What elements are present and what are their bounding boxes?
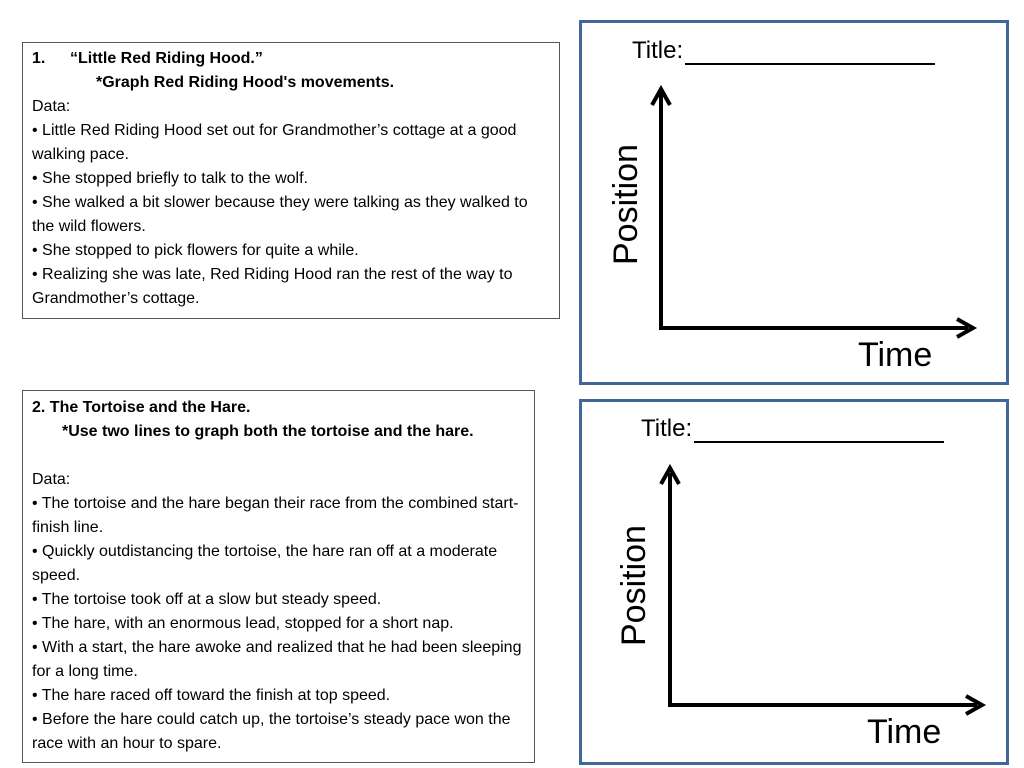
graph-2-x-label: Time: [867, 713, 942, 751]
problem-2-title: 2. The Tortoise and the Hare.: [32, 399, 251, 416]
problem-1-instruction: *Graph Red Riding Hood's movements.: [96, 74, 395, 91]
x-axis-arrow: [956, 317, 978, 339]
problem-2-bullet: • The hare raced off toward the finish a…: [32, 687, 391, 704]
problem-1-heading: 1. “Little Red Riding Hood.”: [32, 47, 550, 71]
problem-2-bullet: • Before the hare could catch up, the to…: [32, 711, 511, 752]
problem-2-bullet: • The tortoise and the hare began their …: [32, 495, 519, 536]
graph-1-axes: [650, 84, 978, 339]
graph-2-title-blank[interactable]: [694, 415, 945, 443]
x-axis-arrow: [965, 694, 987, 716]
problem-1-box: 1. “Little Red Riding Hood.” *Graph Red R…: [22, 42, 560, 319]
problem-2-bullet: • The hare, with an enormous lead, stopp…: [32, 615, 454, 632]
graph-1-title-blank[interactable]: [685, 37, 936, 65]
problem-1-number: 1.: [32, 50, 46, 67]
y-axis-arrow: [650, 84, 672, 106]
problem-2-box: 2. The Tortoise and the Hare. *Use two l…: [22, 390, 535, 763]
graph-panel-1: Title: Position Time: [579, 20, 1009, 385]
problem-2-data-label: Data:: [32, 471, 71, 488]
problem-1-bullet: • Realizing she was late, Red Riding Hoo…: [32, 266, 513, 307]
graph-1-title-row: Title:: [632, 37, 936, 65]
problem-2-instruction: *Use two lines to graph both the tortois…: [62, 423, 474, 440]
graph-2-axes: [659, 463, 987, 716]
graph-1-x-label: Time: [858, 336, 933, 374]
problem-1-bullet: • She stopped to pick flowers for quite …: [32, 242, 359, 259]
graph-2-title-row: Title:: [641, 415, 945, 443]
problem-1-bullet: • She stopped briefly to talk to the wol…: [32, 170, 308, 187]
graph-1-y-label: Position: [607, 144, 645, 265]
graph-1-title-label: Title:: [632, 37, 684, 64]
problem-2-bullet: • Quickly outdistancing the tortoise, th…: [32, 543, 498, 584]
spacer: [32, 444, 525, 468]
graph-2-y-label: Position: [615, 525, 653, 646]
problem-1-data-label: Data:: [32, 98, 71, 115]
problem-2-bullet: • The tortoise took off at a slow but st…: [32, 591, 382, 608]
problem-2-bullet: • With a start, the hare awoke and reali…: [32, 639, 522, 680]
graph-panel-2: Title: Position Time: [579, 399, 1009, 765]
problem-1-title: “Little Red Riding Hood.”: [70, 50, 263, 67]
graph-2-title-label: Title:: [641, 415, 693, 442]
problem-1-bullet: • Little Red Riding Hood set out for Gra…: [32, 122, 517, 163]
y-axis-arrow: [659, 463, 681, 485]
problem-1-bullet: • She walked a bit slower because they w…: [32, 194, 528, 235]
